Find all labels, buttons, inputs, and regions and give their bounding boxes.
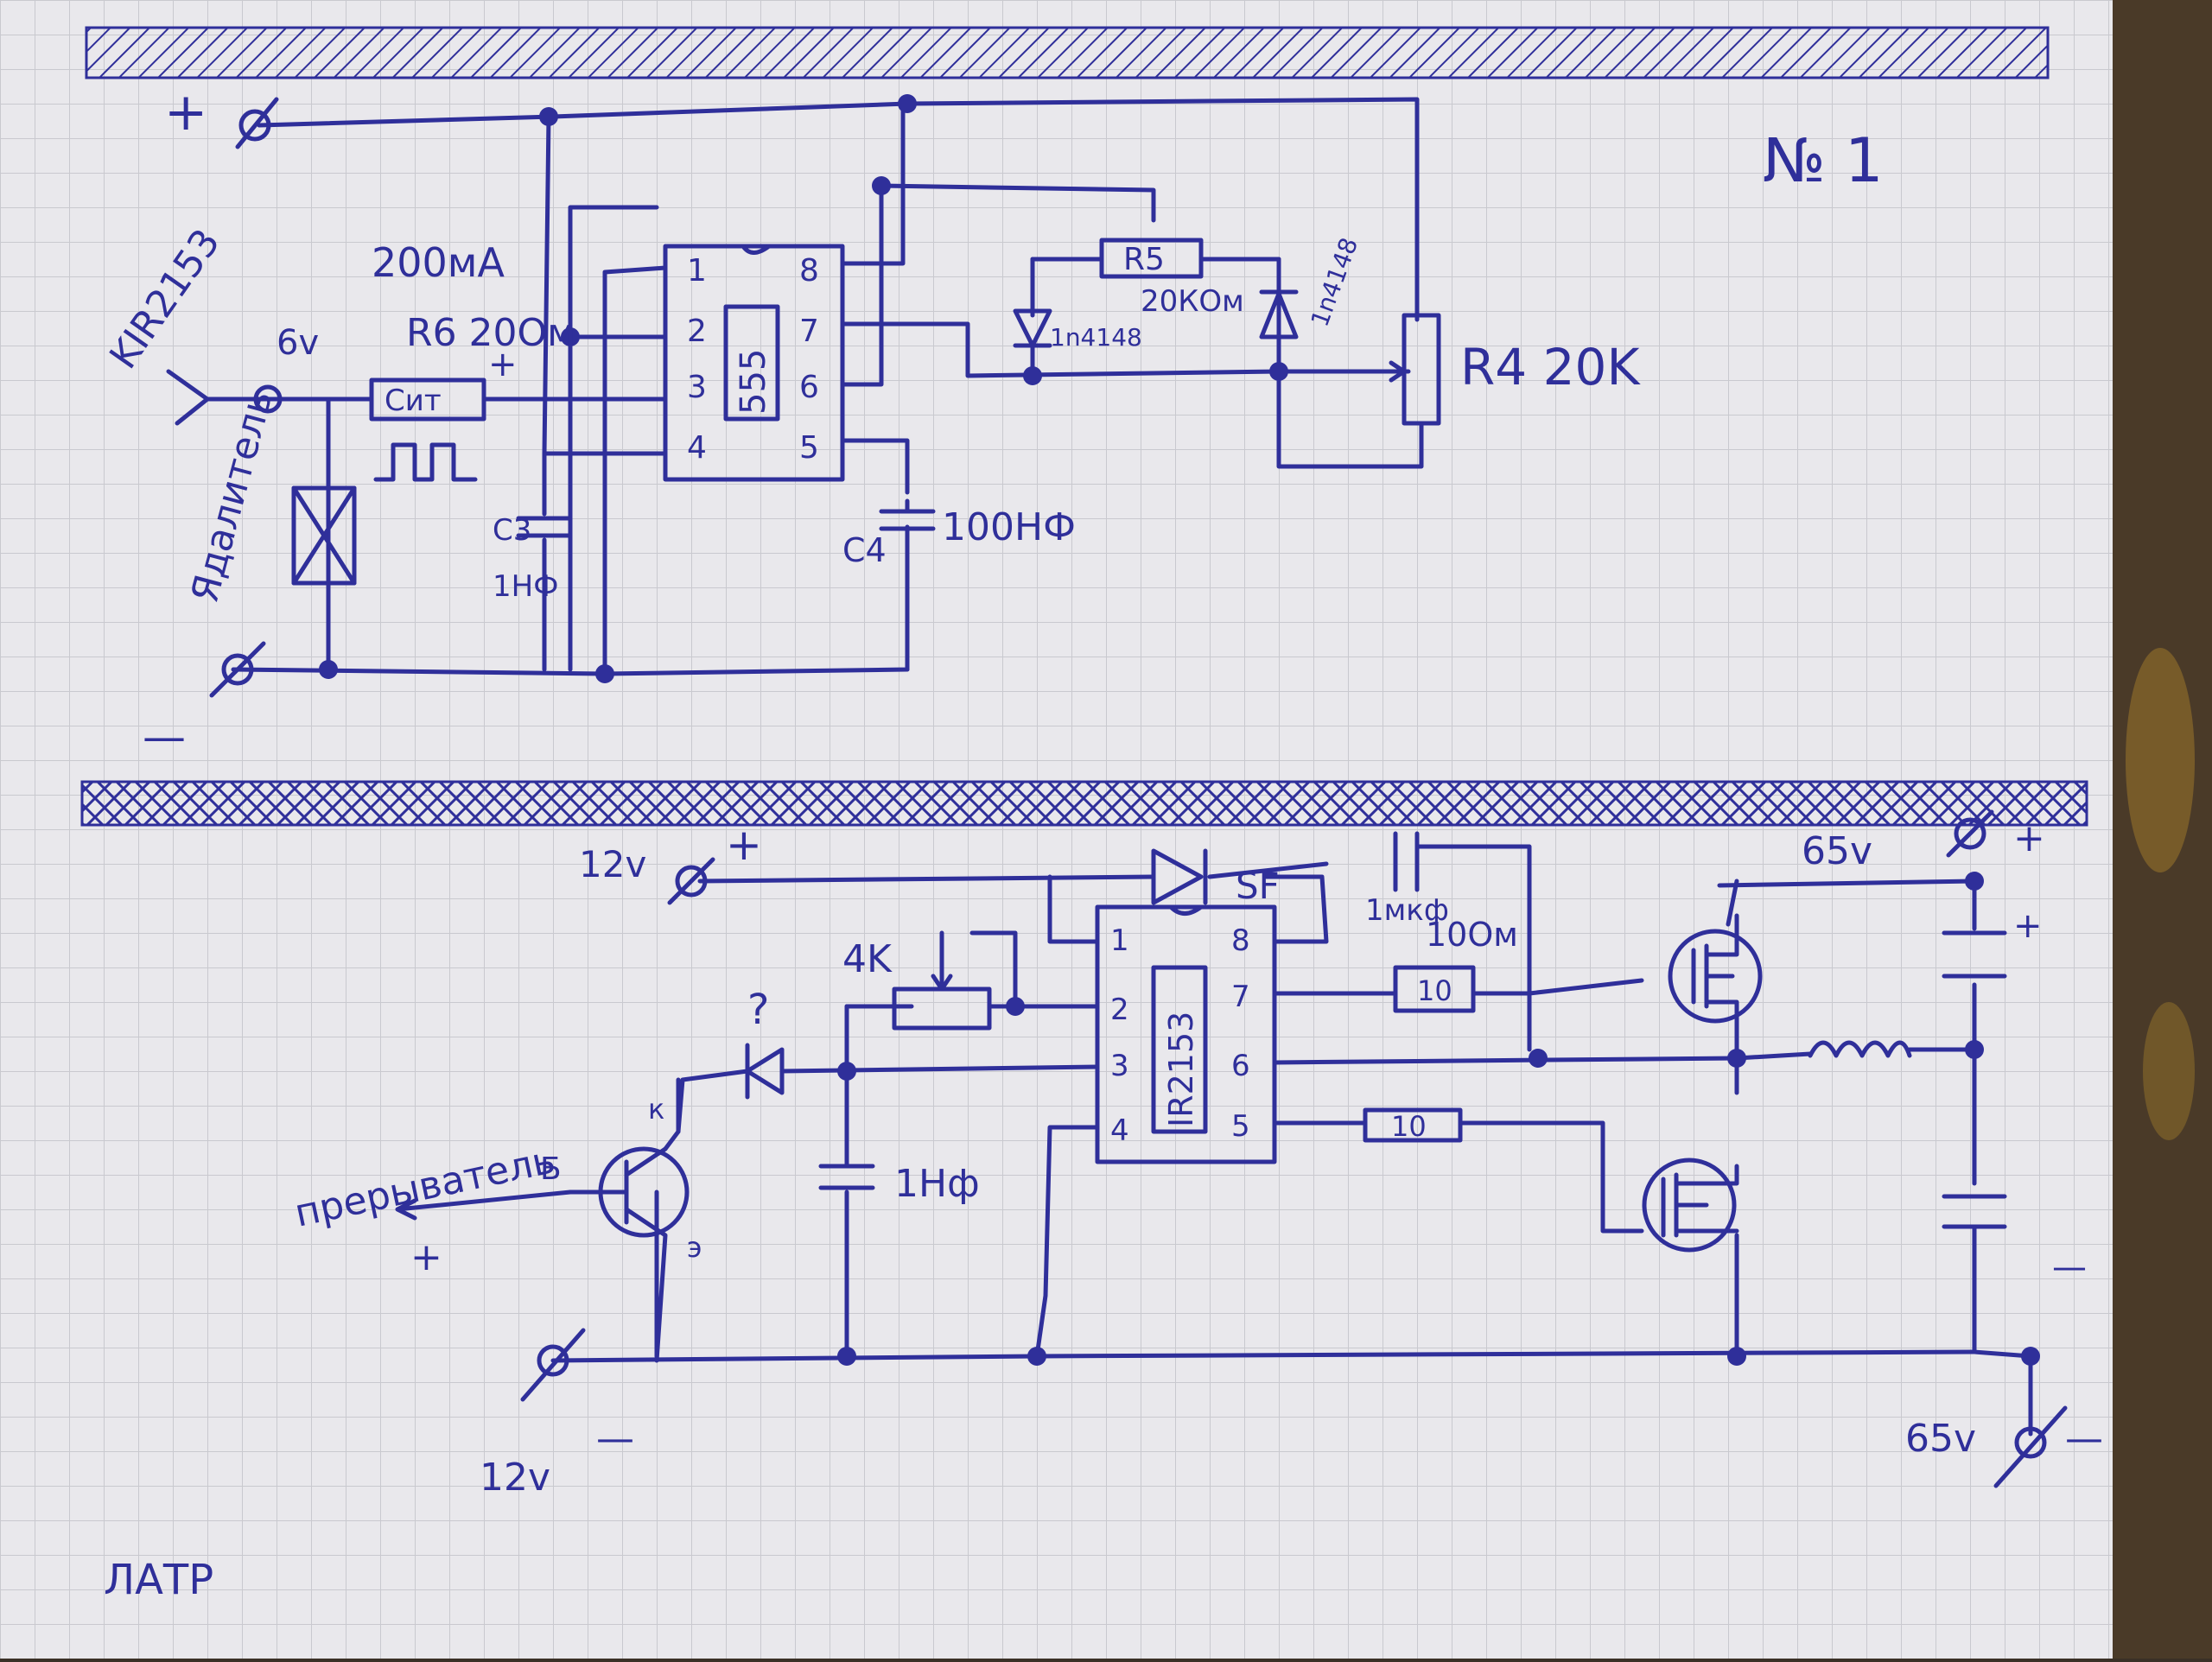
capacitor-bootstrap — [1393, 831, 1420, 892]
chip-ir2153-pin5: 5 — [1231, 1109, 1250, 1144]
hv-top-label: 65v — [1802, 829, 1872, 873]
chip-ir2153-pin2: 2 — [1110, 993, 1129, 1027]
transistor-k-label: к — [648, 1093, 664, 1126]
transistor-b-label: Б — [540, 1151, 562, 1187]
diode1-label: 1n4148 — [1050, 323, 1142, 352]
r-gate2-value: 10 — [1391, 1110, 1427, 1143]
chip-555 — [663, 244, 845, 482]
diode-2 — [1259, 289, 1299, 339]
gate-resistor-1 — [1393, 965, 1476, 1013]
hv-minus-terminal — [2014, 1426, 2047, 1459]
shunt-plus-label: + — [488, 345, 518, 384]
page-number: № 1 — [1763, 125, 1884, 196]
bottom-12v-plus-terminal — [675, 865, 708, 898]
middle-divider-bar — [80, 780, 2088, 827]
r5-value: 20КОм — [1141, 284, 1244, 319]
pot-label: 4K — [842, 937, 893, 981]
chip-555-pin1: 1 — [687, 253, 707, 289]
mosfet-low — [1642, 1158, 1737, 1253]
capacitor-hv-bottom — [1942, 1194, 2007, 1229]
bottom-12v-minus-terminal — [537, 1344, 569, 1377]
capacitor-c3 — [516, 451, 573, 672]
capacitor-hv-top — [1942, 930, 2007, 979]
chip-555-pin7: 7 — [799, 314, 819, 349]
resistor-label: R6 20Ом — [406, 311, 575, 355]
diode-1 — [1013, 308, 1052, 348]
shunt-label: Сит — [385, 384, 442, 418]
chip-ir2153-pin8: 8 — [1231, 923, 1250, 958]
r4-label: R4 20K — [1460, 338, 1641, 396]
diode-sf — [1151, 848, 1208, 905]
inductor-coil — [1808, 1040, 1912, 1058]
interrupter-plus: + — [410, 1235, 442, 1279]
r5-label: R5 — [1123, 242, 1165, 277]
c3-value: 1НФ — [493, 569, 558, 604]
chip-ir2153-pin4: 4 — [1110, 1113, 1129, 1148]
transistor-e-label: э — [687, 1231, 702, 1264]
question-label: ? — [747, 986, 769, 1034]
top-minus-terminal — [221, 653, 254, 686]
page-footer: ЛАТР — [104, 1556, 213, 1604]
input-voltage-label: 6v — [276, 323, 319, 363]
c4-value: 100НФ — [942, 505, 1076, 549]
capacitor-c4 — [879, 498, 936, 672]
c4-label: С4 — [842, 531, 887, 569]
top-circuit-wires — [231, 97, 1424, 676]
chip-555-pin2: 2 — [687, 314, 707, 349]
top-divider-bar — [85, 26, 2050, 79]
chip-555-pin3: 3 — [687, 370, 707, 405]
current-label: 200мА — [372, 239, 505, 286]
top-plus-label: + — [164, 82, 207, 143]
chip-ir2153 — [1095, 904, 1277, 1164]
shunt-resistor — [369, 377, 486, 422]
junction-dots — [319, 94, 2040, 1366]
cap-plus-sign: + — [2013, 906, 2043, 946]
supply12-plus-label: 12v — [579, 843, 646, 885]
chip-ir2153-pin6: 6 — [1231, 1049, 1250, 1083]
cap-minus-sign: — — [2052, 1247, 2087, 1287]
supply12-minus-label: 12v — [480, 1456, 550, 1500]
r-gate-label: 10Ом — [1426, 916, 1518, 954]
hv-minus-sign: — — [2065, 1417, 2103, 1461]
hv-plus-sign: + — [2013, 816, 2045, 860]
hv-plus-terminal — [1954, 817, 1986, 850]
top-plus-terminal — [238, 109, 271, 142]
chip-555-pin6: 6 — [799, 370, 819, 405]
cap-boot-label: 1мкф — [1365, 893, 1449, 928]
chip-555-pin4: 4 — [687, 430, 707, 466]
capacitor-1nf — [818, 1164, 875, 1190]
breaker-component — [291, 485, 357, 586]
c3-label: С3 — [493, 513, 531, 548]
r-gate1-value: 10 — [1417, 974, 1452, 1007]
hv-bottom-label: 65v — [1905, 1417, 1976, 1461]
supply12-minus-sign: — — [596, 1417, 634, 1461]
gate-resistor-2 — [1363, 1107, 1463, 1143]
top-minus-label: — — [143, 712, 186, 762]
resistor-r5 — [1099, 238, 1204, 279]
cap-timing-label: 1Нф — [894, 1162, 980, 1206]
chip-555-pin5: 5 — [799, 430, 819, 466]
mosfet-high — [1668, 929, 1763, 1024]
supply12-plus-sign: + — [726, 820, 762, 870]
pulse-symbol — [373, 442, 478, 482]
chip-ir2153-pin7: 7 — [1231, 980, 1250, 1014]
chip-555-name: 555 — [734, 349, 773, 415]
sf-label: SF — [1236, 865, 1280, 907]
chip-ir2153-name: IR2153 — [1162, 1012, 1200, 1127]
chip-555-pin8: 8 — [799, 253, 819, 289]
diode-question — [745, 1043, 785, 1100]
chip-ir2153-pin1: 1 — [1110, 923, 1129, 958]
chip-ir2153-pin3: 3 — [1110, 1049, 1129, 1083]
